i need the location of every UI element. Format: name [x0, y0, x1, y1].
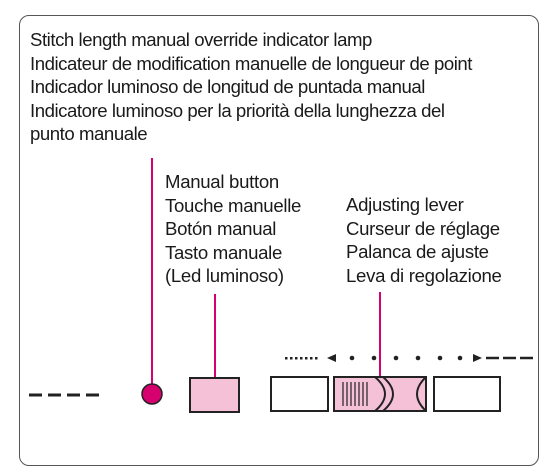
- indicator-lamp-label-it: Indicatore luminoso per la priorità dell…: [30, 99, 445, 121]
- adjusting-lever-label: Adjusting lever Curseur de réglage Palan…: [346, 193, 502, 287]
- adjusting-lever-knob[interactable]: [333, 376, 427, 412]
- manual-button-label: Manual button Touche manuelle Botón manu…: [165, 170, 301, 288]
- manual-button-label-es: Botón manual: [165, 218, 277, 239]
- diagram-frame: [19, 15, 539, 466]
- indicator-lamp-label-it-cont: punto manuale: [30, 123, 148, 144]
- manual-button-label-led: (Led luminoso): [165, 265, 284, 286]
- adjusting-lever-label-es: Palanca de ajuste: [346, 241, 489, 262]
- adjusting-lever-label-it: Leva di regolazione: [346, 264, 502, 286]
- adjusting-lever-label-en: Adjusting lever: [346, 194, 464, 215]
- slider-scale: [285, 354, 533, 362]
- adjusting-lever-track: [270, 376, 501, 412]
- left-arrow-icon: [327, 354, 336, 362]
- manual-button-label-fr: Touche manuelle: [165, 194, 302, 216]
- right-arrow-icon: [473, 354, 482, 362]
- indicator-lamp-label-fr: Indicateur de modification manuelle de l…: [30, 52, 473, 74]
- indicator-lamp: [141, 383, 163, 405]
- adjusting-lever-label-fr: Curseur de réglage: [346, 217, 500, 239]
- indicator-lamp-label-es: Indicador luminoso de longitud de puntad…: [30, 76, 425, 97]
- manual-button-label-en: Manual button: [165, 171, 279, 192]
- manual-button[interactable]: [189, 377, 240, 413]
- indicator-lamp-label-en: Stitch length manual override indicator …: [30, 29, 372, 50]
- manual-button-label-it: Tasto manuale: [165, 241, 283, 263]
- indicator-lamp-label: Stitch length manual override indicator …: [30, 28, 540, 146]
